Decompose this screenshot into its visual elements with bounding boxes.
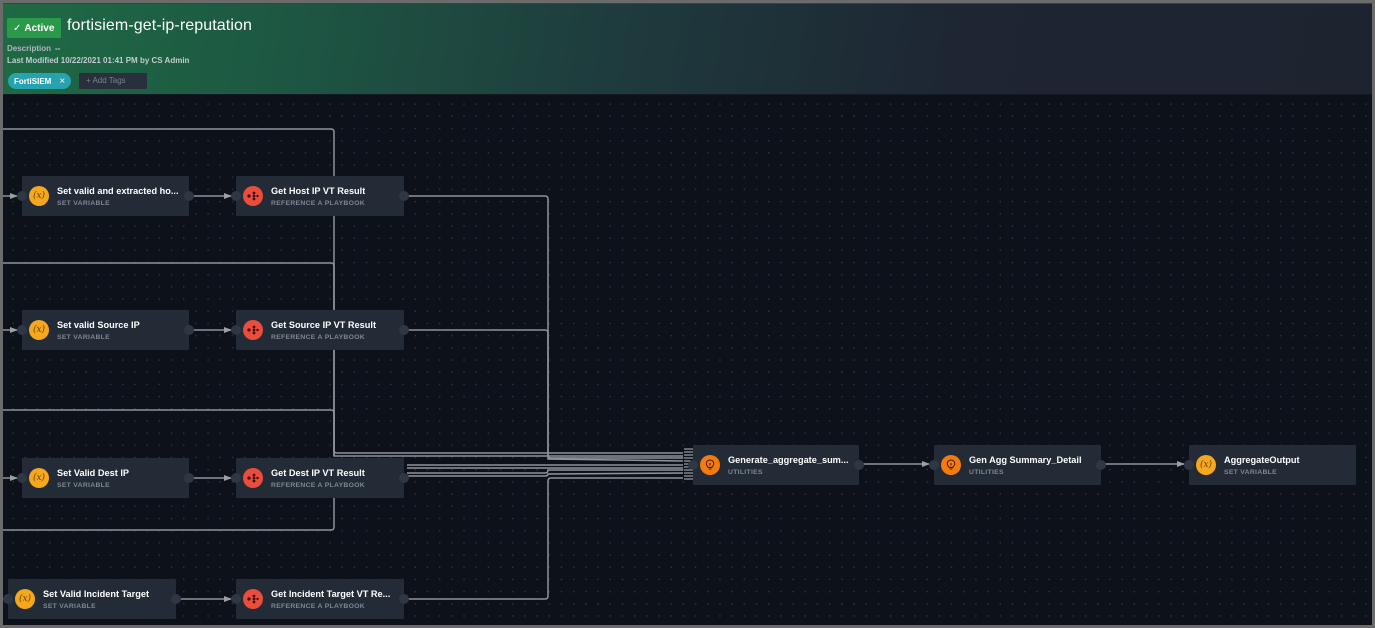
output-port[interactable]: [399, 325, 409, 335]
playbook-icon: [243, 589, 263, 609]
node-name: Gen Agg Summary_Detail: [969, 454, 1082, 465]
node-type: SET VARIABLE: [43, 602, 96, 610]
output-port[interactable]: [184, 191, 194, 201]
variable-icon: (x): [29, 320, 49, 340]
node-name: Get Dest IP VT Result: [271, 467, 365, 478]
node-name: AggregateOutput: [1224, 454, 1300, 465]
lightbulb-icon: [941, 455, 961, 475]
description: Description--: [7, 44, 60, 53]
node-set-valid-source-ip[interactable]: (x) Set valid Source IP SET VARIABLE: [17, 310, 194, 350]
output-port[interactable]: [171, 594, 181, 604]
variable-icon: (x): [29, 468, 49, 488]
node-generate-aggregate-summary[interactable]: Generate_aggregate_sum... UTILITIES: [688, 445, 864, 485]
playbook-icon: [243, 186, 263, 206]
node-name: Generate_aggregate_sum...: [728, 454, 849, 465]
tag-fortisiem: FortiSIEM ×: [8, 73, 72, 89]
output-port[interactable]: [854, 460, 864, 470]
input-port[interactable]: [1184, 460, 1194, 470]
check-icon: ✓: [13, 22, 22, 34]
output-port[interactable]: [399, 191, 409, 201]
remove-tag-icon[interactable]: ×: [59, 75, 66, 87]
node-type: REFERENCE A PLAYBOOK: [271, 333, 365, 341]
input-port[interactable]: [17, 191, 27, 201]
node-type: SET VARIABLE: [1224, 468, 1277, 476]
node-name: Get Incident Target VT Re...: [271, 588, 391, 599]
node-type: UTILITIES: [969, 468, 1004, 476]
last-modified: Last Modified 10/22/2021 01:41 PM by CS …: [7, 56, 190, 65]
lightbulb-icon: [700, 455, 720, 475]
node-set-valid-extracted-host[interactable]: (x) Set valid and extracted ho... SET VAR…: [17, 176, 194, 216]
node-name: Get Source IP VT Result: [271, 319, 377, 330]
input-port[interactable]: [17, 473, 27, 483]
status-label: Active: [24, 22, 55, 34]
input-port[interactable]: [688, 460, 698, 470]
input-port[interactable]: [231, 191, 241, 201]
output-port[interactable]: [399, 594, 409, 604]
tag-label: FortiSIEM: [14, 76, 52, 86]
output-port[interactable]: [1096, 460, 1106, 470]
variable-icon: (x): [1196, 455, 1216, 475]
node-name: Set valid and extracted ho...: [57, 185, 179, 196]
workflow-canvas[interactable]: [3, 95, 1372, 625]
node-type: REFERENCE A PLAYBOOK: [271, 481, 365, 489]
input-port[interactable]: [231, 473, 241, 483]
node-type: UTILITIES: [728, 468, 763, 476]
input-port[interactable]: [929, 460, 939, 470]
playbook-title[interactable]: fortisiem-get-ip-reputation: [67, 17, 252, 34]
node-name: Set Valid Incident Target: [43, 588, 150, 599]
output-port[interactable]: [184, 473, 194, 483]
playbook-designer: ✓ Active fortisiem-get-ip-reputation Des…: [3, 3, 1372, 625]
node-name: Get Host IP VT Result: [271, 185, 366, 196]
node-set-valid-dest-ip[interactable]: (x) Set Valid Dest IP SET VARIABLE: [17, 458, 194, 498]
variable-icon: (x): [29, 186, 49, 206]
node-name: Set Valid Dest IP: [57, 467, 129, 478]
input-port[interactable]: [3, 594, 13, 604]
playbook-icon: [243, 320, 263, 340]
playbook-icon: [243, 468, 263, 488]
output-port[interactable]: [399, 473, 409, 483]
description-label: Description: [7, 44, 52, 53]
variable-icon: (x): [15, 589, 35, 609]
description-value[interactable]: --: [55, 44, 61, 53]
input-port[interactable]: [231, 325, 241, 335]
output-port[interactable]: [184, 325, 194, 335]
node-type: SET VARIABLE: [57, 481, 110, 489]
node-type: SET VARIABLE: [57, 333, 110, 341]
node-type: REFERENCE A PLAYBOOK: [271, 602, 365, 610]
node-name: Set valid Source IP: [57, 319, 140, 330]
status-badge[interactable]: ✓ Active: [7, 18, 62, 38]
add-tags-input[interactable]: + Add Tags: [79, 73, 147, 89]
input-port[interactable]: [17, 325, 27, 335]
playbook-header: ✓ Active fortisiem-get-ip-reputation Des…: [3, 4, 1372, 95]
node-type: SET VARIABLE: [57, 199, 110, 207]
node-type: REFERENCE A PLAYBOOK: [271, 199, 365, 207]
node-get-incident-target-vt-result[interactable]: Get Incident Target VT Re... REFERENCE A …: [231, 579, 409, 619]
input-port[interactable]: [231, 594, 241, 604]
